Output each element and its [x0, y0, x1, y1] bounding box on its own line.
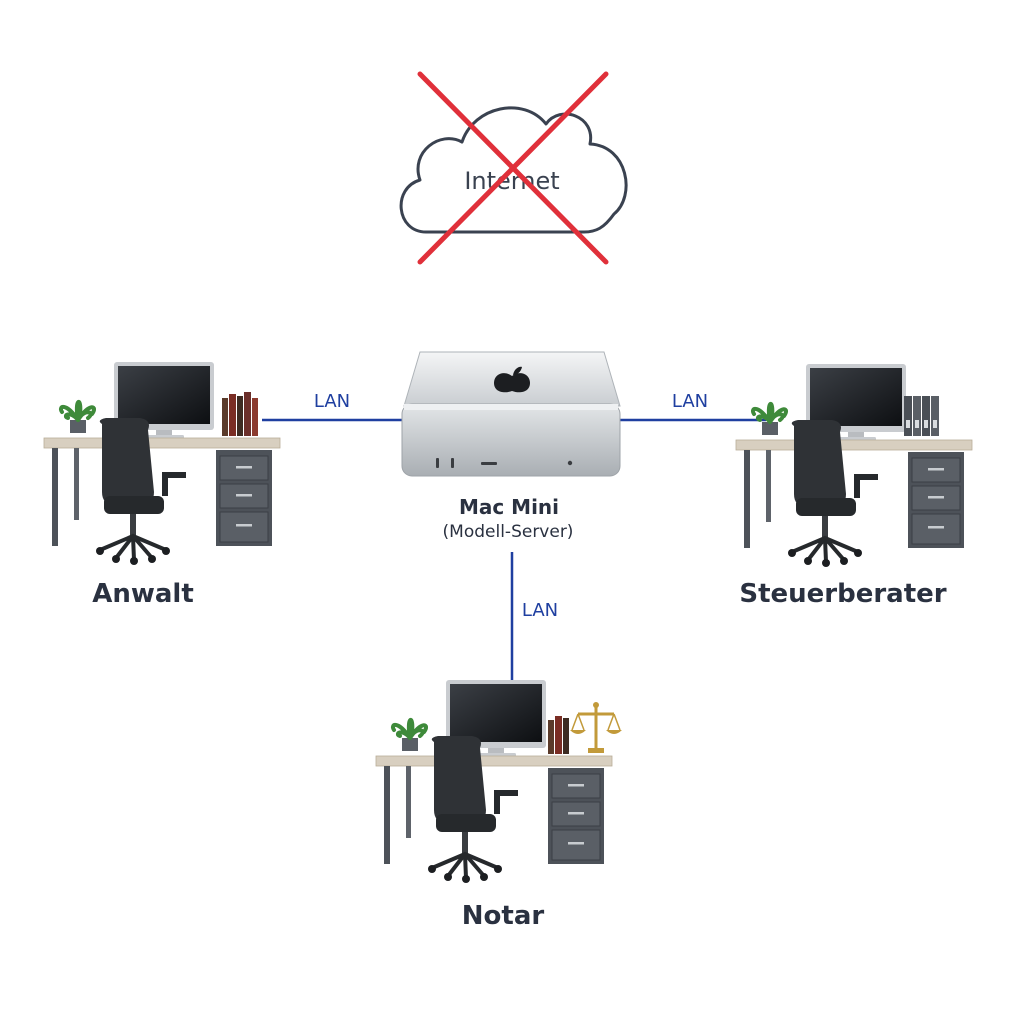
lan-label-notar: LAN: [522, 600, 558, 621]
mac-mini-server: Mac Mini (Modell-Server): [401, 351, 621, 542]
books-icon: [548, 716, 569, 754]
lan-label-steuerberater: LAN: [672, 391, 708, 412]
workstation-label-steuerberater: Steuerberater: [739, 579, 946, 609]
mac-mini-icon: [401, 351, 621, 477]
server-role: (Modell-Server): [443, 522, 574, 542]
server-name: Mac Mini: [459, 495, 559, 519]
workstation-desk-icon: [734, 362, 974, 569]
apple-logo-icon: [494, 366, 530, 393]
lan-label-anwalt: LAN: [314, 391, 350, 412]
lan-connections: LAN LAN LAN: [262, 391, 766, 680]
binders-icon: [904, 396, 939, 436]
internet-node: Internet: [399, 71, 628, 265]
workstation-steuerberater: Steuerberater: [734, 362, 974, 609]
workstation-label-anwalt: Anwalt: [92, 579, 194, 609]
cross-icon: [417, 71, 609, 265]
workstation-desk-icon: [374, 678, 614, 885]
workstation-anwalt: Anwalt: [42, 360, 282, 609]
scales-of-justice-icon: [570, 702, 622, 753]
workstation-notar: Notar: [374, 678, 622, 931]
books-icon: [222, 392, 258, 436]
workstation-label-notar: Notar: [462, 901, 545, 931]
